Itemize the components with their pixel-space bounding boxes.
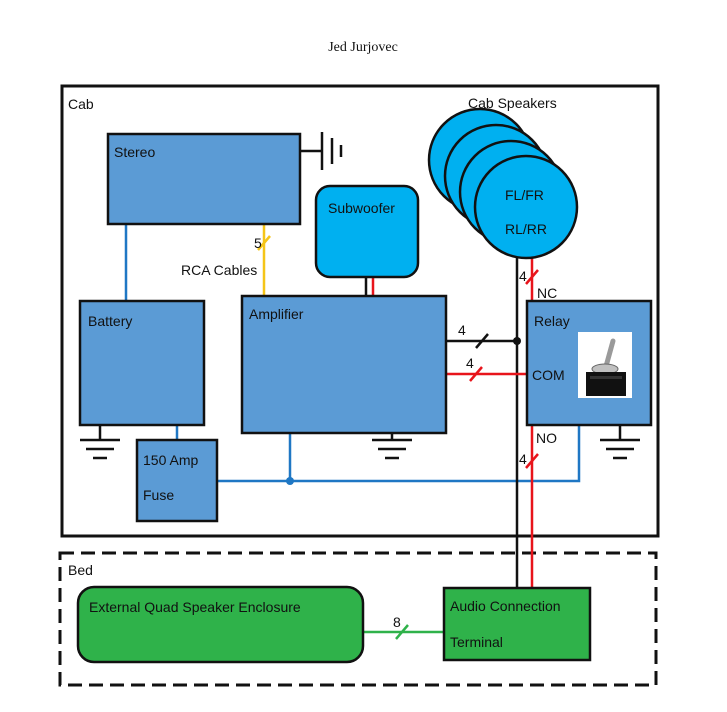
bed-label: Bed — [68, 562, 93, 578]
com-slash — [469, 366, 483, 382]
fuse-label-line2: Fuse — [143, 487, 174, 503]
subwoofer-box — [314, 184, 420, 279]
rca-label: RCA Cables — [181, 262, 257, 278]
battery-label: Battery — [88, 313, 132, 329]
wire-fuse-relay — [217, 425, 581, 483]
enclosure-label: External Quad Speaker Enclosure — [89, 599, 301, 615]
enclosure-box — [76, 585, 365, 664]
enclosure-slash — [395, 624, 409, 640]
stereo-box — [106, 132, 302, 226]
fuse-box — [135, 438, 219, 523]
bed-region — [58, 551, 658, 687]
enclosure-count: 8 — [393, 614, 401, 630]
black-slash — [475, 333, 489, 349]
amplifier-label: Amplifier — [249, 306, 304, 322]
no-count: 4 — [519, 451, 527, 467]
junction-power — [286, 477, 294, 485]
cab-label: Cab — [68, 96, 94, 112]
speaker-circle-4 — [473, 154, 579, 260]
chassis-ground-icon — [300, 132, 343, 170]
com-count: 4 — [466, 355, 474, 371]
terminal-label-line2: Terminal — [450, 634, 503, 650]
rca-count: 5 — [254, 235, 262, 251]
relay-ground-icon — [600, 425, 640, 460]
toggle-switch-icon — [578, 332, 632, 398]
subwoofer-label: Subwoofer — [328, 200, 395, 216]
relay-com-label: COM — [532, 367, 565, 383]
battery-box — [78, 299, 206, 427]
rca-slash — [257, 235, 271, 251]
amplifier-box — [240, 294, 448, 435]
nc-slash — [525, 269, 539, 285]
cab-region — [60, 84, 660, 538]
fuse-label-line1: 150 Amp — [143, 452, 198, 468]
no-slash — [525, 453, 539, 469]
junction-speaker — [513, 337, 521, 345]
speaker-stack — [427, 107, 579, 260]
battery-ground-icon — [80, 425, 120, 460]
stereo-label: Stereo — [114, 144, 155, 160]
terminal-box — [442, 586, 592, 662]
author-name: Jed Jurjovec — [328, 40, 398, 55]
relay-no-label: NO — [536, 430, 557, 446]
relay-label: Relay — [534, 313, 570, 329]
speakers-title: Cab Speakers — [468, 95, 557, 111]
amplifier-ground-icon — [372, 433, 412, 460]
relay-nc-label: NC — [537, 285, 557, 301]
nc-count: 4 — [519, 268, 527, 284]
black-count: 4 — [458, 322, 466, 338]
terminal-label-line1: Audio Connection — [450, 598, 561, 614]
speakers-line1: FL/FR — [505, 187, 544, 203]
speakers-line2: RL/RR — [505, 221, 547, 237]
